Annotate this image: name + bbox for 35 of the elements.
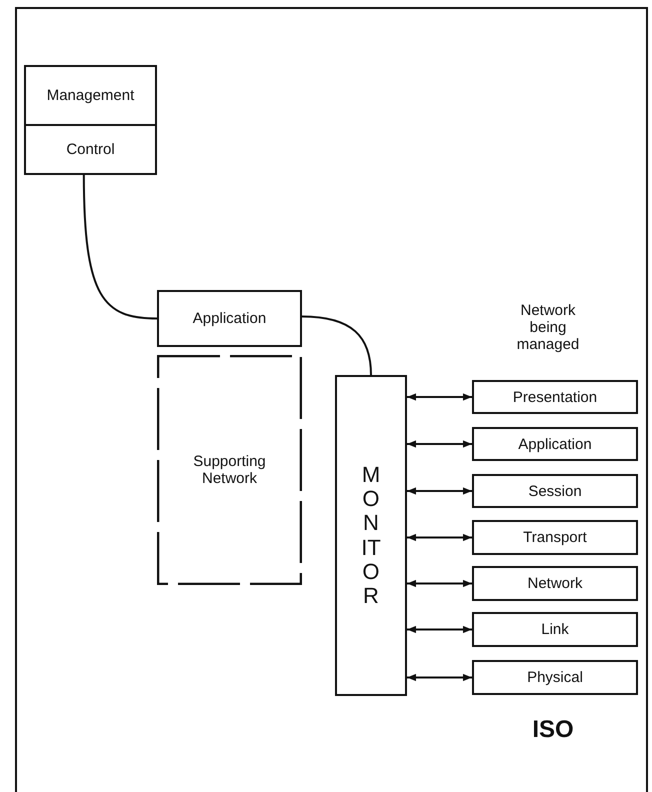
monitor-box [335, 375, 407, 696]
double-arrow [407, 534, 472, 542]
process-box [24, 124, 157, 175]
node-label: Supporting Network [192, 453, 267, 487]
double-arrow [407, 440, 472, 448]
double-arrow [407, 393, 472, 401]
process-box [472, 427, 638, 461]
process-box [24, 65, 157, 126]
connector-line [82, 174, 158, 320]
node-label: MONITOR [361, 462, 381, 608]
model-label: ISO [531, 716, 575, 744]
node-label: Physical [527, 669, 583, 686]
double-arrow [407, 626, 472, 634]
process-box [472, 474, 638, 508]
node-label: Session [528, 482, 582, 500]
node-label: Control [66, 141, 115, 158]
process-box [157, 290, 302, 347]
node-label: Network [527, 575, 582, 592]
double-arrow [407, 674, 472, 682]
node-label: Application [518, 436, 592, 452]
double-arrow [407, 580, 472, 588]
node-label: Transport [523, 529, 587, 546]
annotation-text: Network being managed [516, 302, 580, 353]
process-box [472, 380, 638, 414]
process-box [472, 566, 638, 601]
node-label: Link [541, 621, 569, 638]
process-box [472, 520, 638, 555]
node-label: Presentation [512, 388, 598, 406]
node-label: Application [192, 310, 266, 327]
dashed-box [157, 355, 302, 585]
node-label: Management [46, 87, 134, 104]
process-box [472, 660, 638, 695]
connector-line [302, 316, 372, 376]
process-box [472, 612, 638, 647]
double-arrow [407, 487, 472, 495]
